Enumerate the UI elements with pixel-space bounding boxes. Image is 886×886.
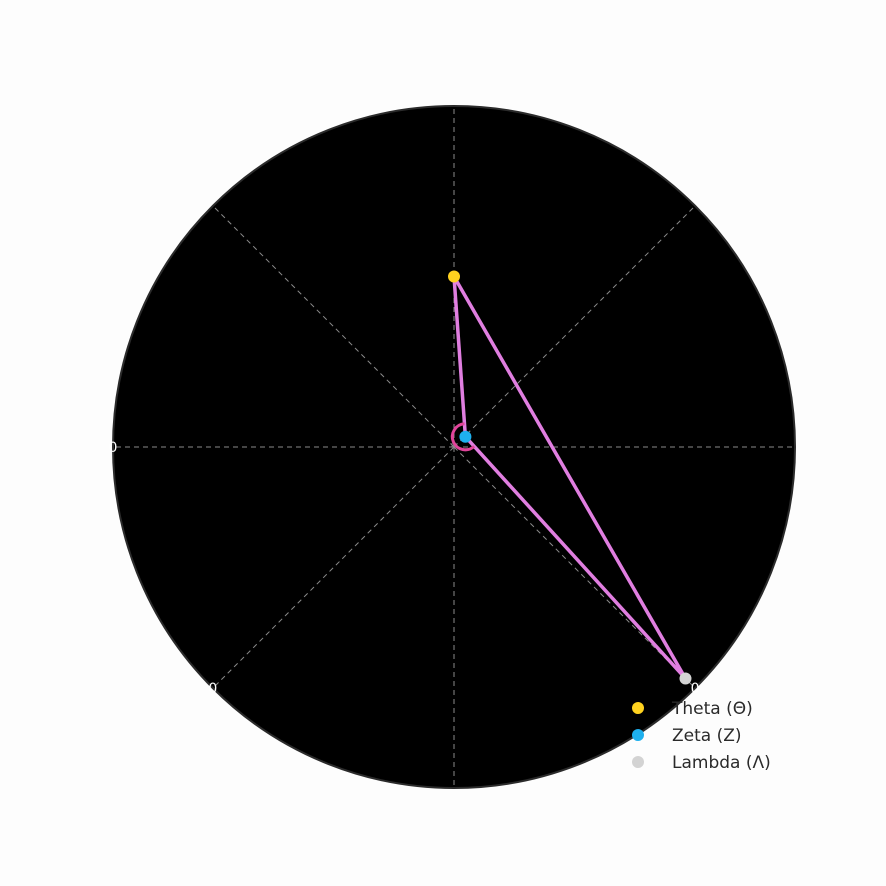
angle-arc-zeta <box>450 422 476 452</box>
grid-spoke-135 <box>212 205 455 448</box>
legend-item-lambda: Lambda (Λ) <box>632 753 771 773</box>
edge-label-left: 0 <box>109 440 118 456</box>
legend-label-lambda: Lambda (Λ) <box>672 753 771 773</box>
legend-item-theta: Theta (Θ) <box>632 699 753 719</box>
point-theta <box>448 270 460 283</box>
legend-marker-theta <box>632 702 644 714</box>
point-zeta <box>459 430 472 443</box>
point-lambda <box>679 672 692 685</box>
legend: Theta (Θ) Zeta (Z) Lambda (Λ) <box>632 699 771 773</box>
legend-item-zeta: Zeta (Z) <box>632 726 742 746</box>
grid-spoke-315 <box>453 446 696 689</box>
points <box>448 270 692 685</box>
legend-label-zeta: Zeta (Z) <box>672 726 742 746</box>
triangle-outline <box>452 274 688 681</box>
edge-label-lower-left: 0 <box>208 681 217 697</box>
legend-marker-zeta <box>632 729 644 741</box>
edge-label-lower-right: 0 <box>691 681 700 697</box>
legend-marker-lambda <box>632 756 644 768</box>
origin-marker: * <box>451 440 457 454</box>
edge-labels: 0 0 0 <box>109 440 700 697</box>
grid-spoke-45 <box>453 205 696 448</box>
legend-label-theta: Theta (Θ) <box>671 699 753 719</box>
triangle <box>450 274 688 681</box>
polar-grid <box>113 106 795 788</box>
grid-spoke-225 <box>212 446 455 689</box>
